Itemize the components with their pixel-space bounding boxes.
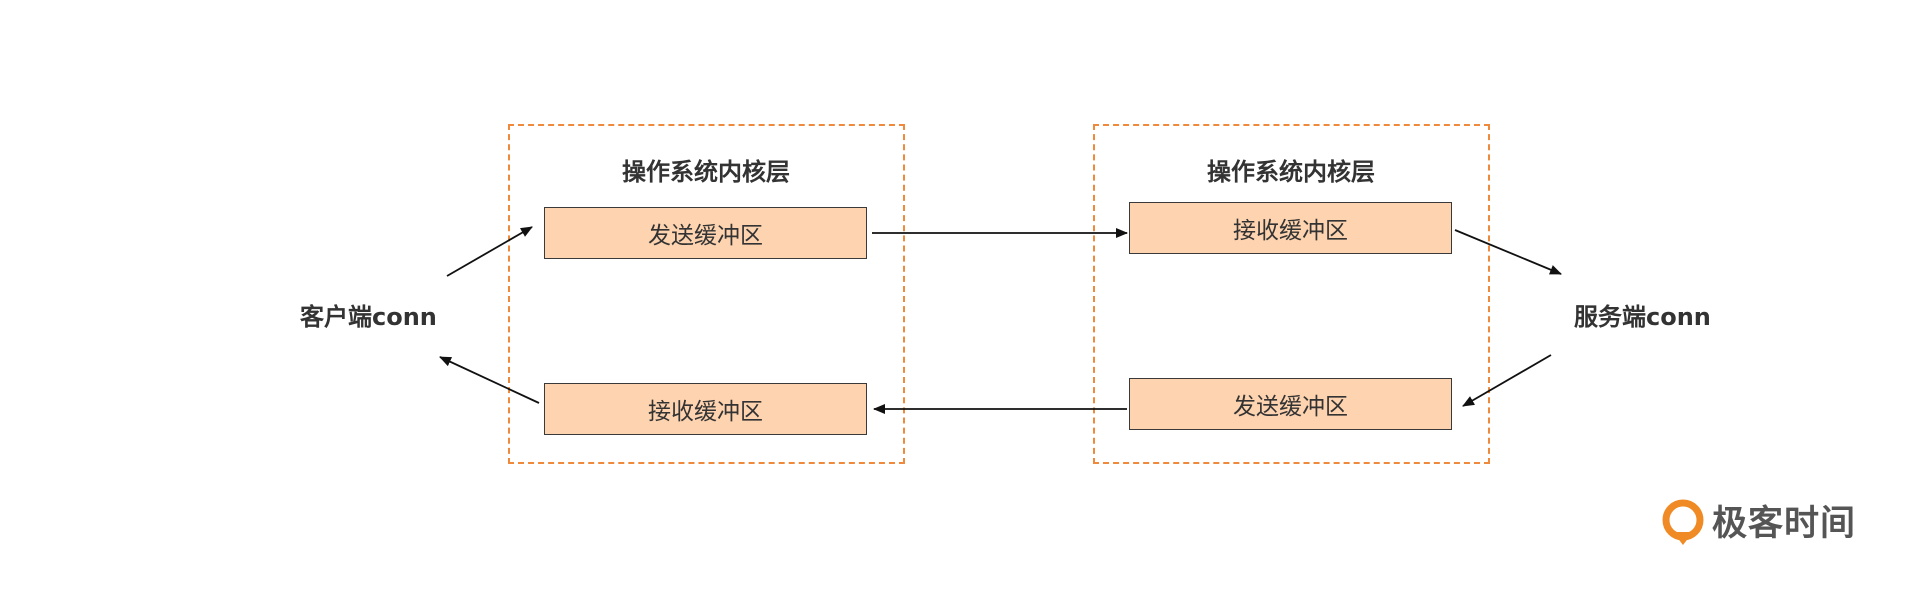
client-kernel-box [508, 124, 905, 464]
geektime-logo-icon [1662, 499, 1704, 545]
brand-name: 极客时间 [1712, 504, 1857, 544]
client-send-buffer-label: 发送缓冲区 [648, 223, 763, 249]
server-kernel-title: 操作系统内核层 [1207, 158, 1375, 186]
client-send-buffer: 发送缓冲区 [544, 207, 867, 259]
client-recv-buffer: 接收缓冲区 [544, 383, 867, 435]
arrow-recv-buffer-to-client [439, 356, 540, 404]
arrow-recv-buffer-to-server [1454, 229, 1562, 275]
client-recv-buffer-label: 接收缓冲区 [648, 399, 763, 425]
server-recv-buffer: 接收缓冲区 [1129, 202, 1452, 254]
brand-watermark: 极客时间 [1660, 496, 1856, 552]
arrow-client-to-send-buffer [446, 226, 533, 277]
server-send-buffer-label: 发送缓冲区 [1233, 394, 1348, 420]
arrow-server-to-send-buffer [1462, 354, 1552, 407]
server-send-buffer: 发送缓冲区 [1129, 378, 1452, 430]
client-kernel-title: 操作系统内核层 [622, 158, 790, 186]
server-recv-buffer-label: 接收缓冲区 [1233, 218, 1348, 244]
client-conn-label: 客户端conn [300, 303, 437, 331]
server-conn-label: 服务端conn [1574, 303, 1711, 331]
server-kernel-box [1093, 124, 1490, 464]
